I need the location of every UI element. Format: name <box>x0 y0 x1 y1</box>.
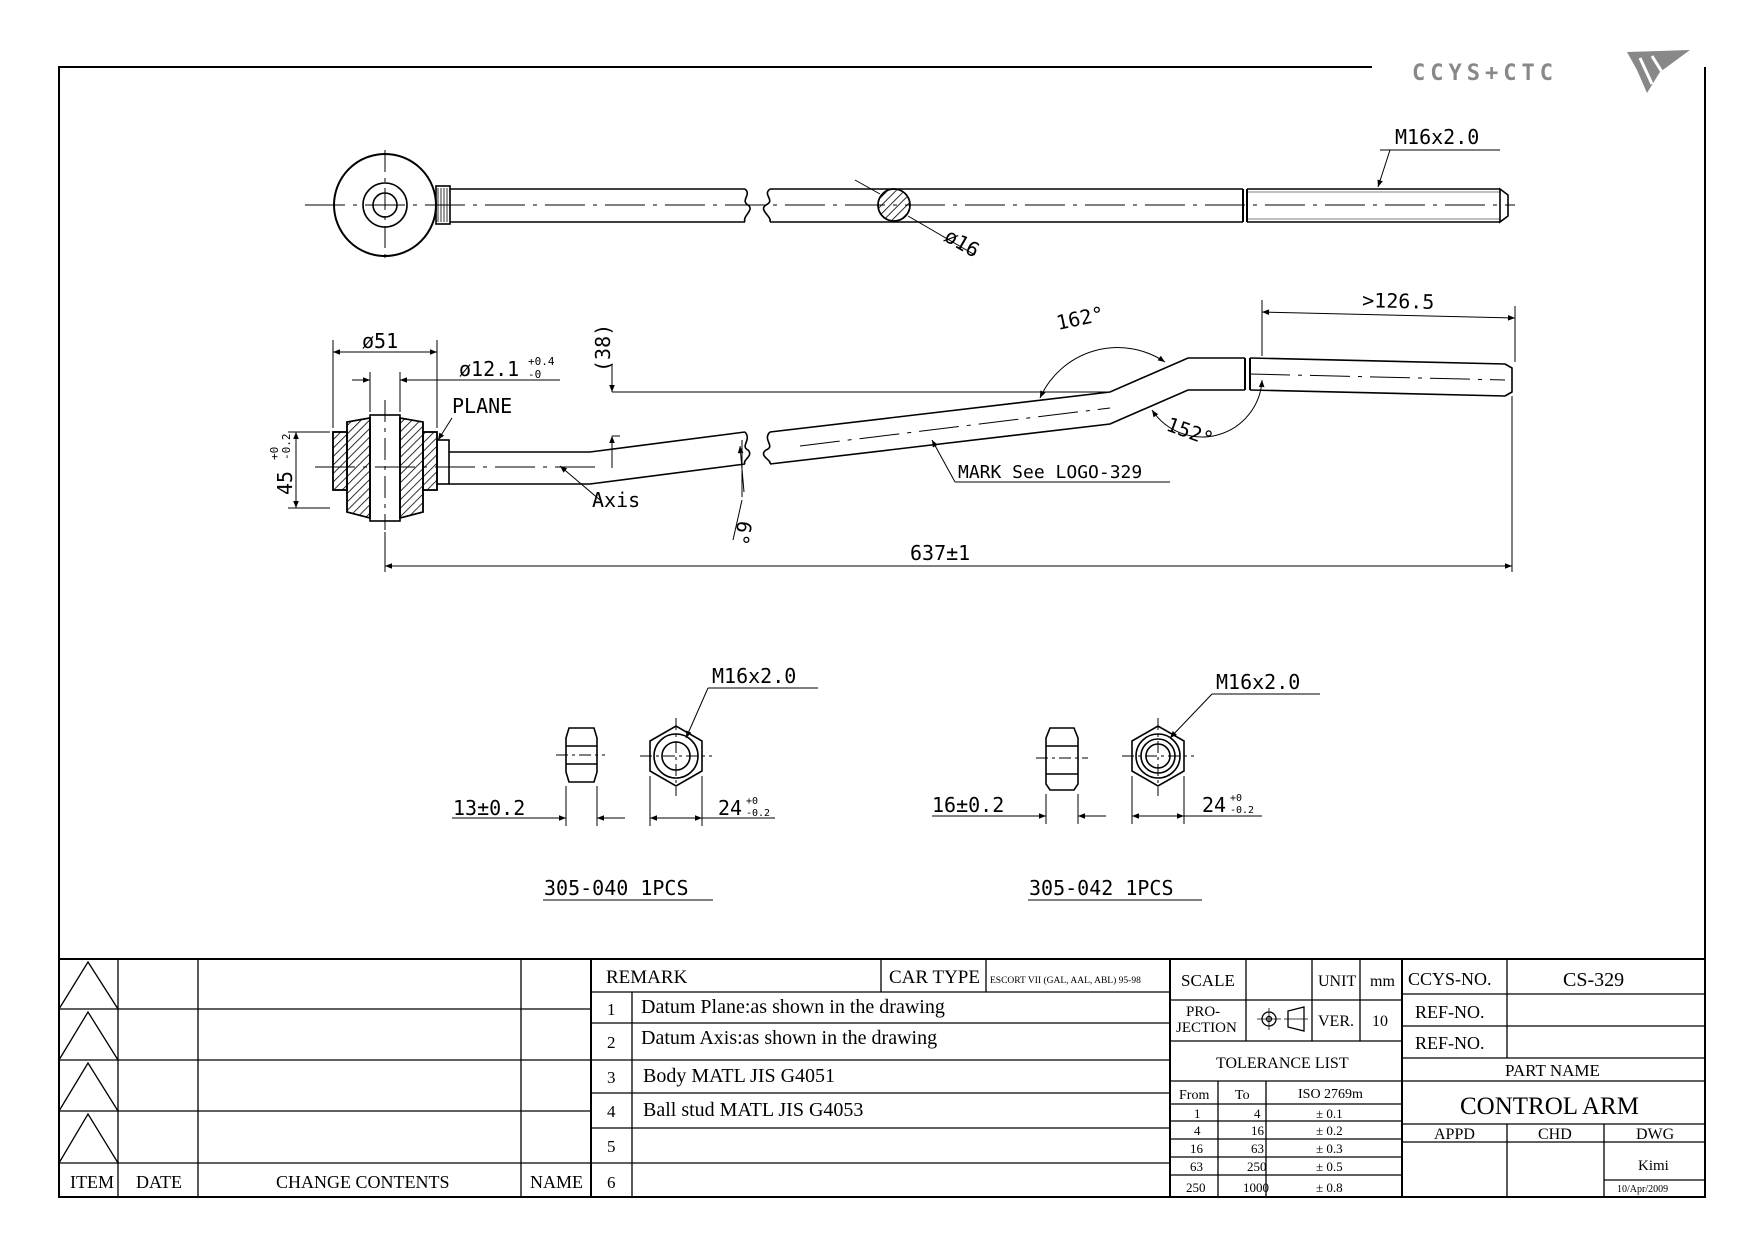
side-view <box>288 300 1516 572</box>
nut2-thread-label: M16x2.0 <box>1216 670 1300 694</box>
ver-label: VER. <box>1318 1013 1354 1030</box>
thread-len-label: >126.5 <box>1362 288 1435 314</box>
nut2-af-tol-upper: +0 <box>1230 793 1242 804</box>
width-tol-lower: -0.2 <box>280 434 293 461</box>
scale-label: SCALE <box>1181 971 1235 990</box>
bush-dia-label: ø51 <box>362 329 398 353</box>
ref2-label: REF-NO. <box>1415 1033 1485 1053</box>
offset-label: (38) <box>591 324 615 372</box>
remark-num-2: 2 <box>607 1033 616 1052</box>
title-block-grid <box>58 958 1705 1197</box>
rev-header-change: CHANGE CONTENTS <box>276 1172 450 1192</box>
tol-value-3: ± 0.3 <box>1316 1141 1343 1156</box>
remark-text-1: Datum Plane:as shown in the drawing <box>641 996 945 1018</box>
nut2-drawing <box>932 693 1320 901</box>
remark-num-6: 6 <box>607 1173 616 1192</box>
dwg-date: 10/Apr/2009 <box>1617 1184 1668 1195</box>
axis-label: Axis <box>592 488 640 512</box>
remark-text-3: Body MATL JIS G4051 <box>643 1065 835 1087</box>
nut2-af-tol-lower: -0.2 <box>1230 805 1254 816</box>
nut1-thickness-label: 13±0.2 <box>453 796 525 820</box>
ref1-label: REF-NO. <box>1415 1002 1485 1022</box>
car-type-value: ESCORT VII (GAL, AAL, ABL) 95-98 <box>990 975 1141 986</box>
part-name: CONTROL ARM <box>1460 1093 1639 1120</box>
nut1-af-tol-lower: -0.2 <box>746 808 770 819</box>
ver-value: 10 <box>1372 1013 1388 1030</box>
tolerance-title: TOLERANCE LIST <box>1216 1055 1349 1072</box>
width-label: 45 <box>273 471 297 495</box>
tol-value-2: ± 0.2 <box>1316 1123 1343 1138</box>
remark-num-3: 3 <box>607 1068 616 1087</box>
nut1-af-tol-upper: +0 <box>746 796 758 807</box>
rev-header-item: ITEM <box>70 1172 114 1192</box>
nut1-af-label: 24 <box>718 796 742 820</box>
tol-value-4: ± 0.5 <box>1316 1159 1343 1174</box>
remark-num-4: 4 <box>607 1102 616 1121</box>
rev-header-name: NAME <box>530 1172 583 1192</box>
part-name-label: PART NAME <box>1505 1061 1600 1080</box>
company-logo: CCYS+CTC <box>1412 50 1690 93</box>
dwg-name: Kimi <box>1638 1158 1669 1174</box>
top-rod-dia-label: ø16 <box>941 224 984 263</box>
tol-to-2: 16 <box>1251 1123 1265 1138</box>
tol-to-4: 250 <box>1247 1159 1267 1174</box>
tol-from-4: 63 <box>1190 1159 1203 1174</box>
nut1-drawing <box>452 687 818 901</box>
dwg-label: DWG <box>1636 1126 1675 1143</box>
logo-mark-icon <box>1627 50 1690 93</box>
angle1-label: 162° <box>1054 301 1106 334</box>
ccys-value: CS-329 <box>1563 969 1624 991</box>
remark-num-5: 5 <box>607 1137 616 1156</box>
bore-tol-lower: -0 <box>528 368 541 381</box>
remark-text-4: Ball stud MATL JIS G4053 <box>643 1099 863 1121</box>
tol-header-to: To <box>1235 1088 1250 1103</box>
remark-num-1: 1 <box>607 1000 616 1019</box>
plane-label: PLANE <box>452 394 512 418</box>
unit-value: mm <box>1370 973 1395 990</box>
mark-label: MARK See LOGO-329 <box>958 462 1142 483</box>
length-label: 637±1 <box>910 541 970 565</box>
bore-label: ø12.1 <box>459 357 519 381</box>
tol-value-1: ± 0.1 <box>1316 1106 1343 1121</box>
rev-header-date: DATE <box>136 1172 182 1192</box>
appd-label: APPD <box>1434 1126 1475 1143</box>
nut2-af-label: 24 <box>1202 793 1226 817</box>
tol-to-5: 1000 <box>1243 1180 1269 1195</box>
logo-text: CCYS+CTC <box>1412 61 1558 86</box>
tol-header-iso: ISO 2769m <box>1298 1087 1363 1102</box>
bore-tol-upper: +0.4 <box>528 355 555 368</box>
unit-label: UNIT <box>1318 973 1356 990</box>
projection-label-1: PRO- <box>1186 1004 1220 1020</box>
bend-label: 6° <box>729 519 757 547</box>
nut1-thread-label: M16x2.0 <box>712 664 796 688</box>
nut2-part-label: 305-042 1PCS <box>1029 876 1174 900</box>
width-tol-upper: +0 <box>268 447 281 460</box>
top-thread-label: M16x2.0 <box>1395 125 1479 149</box>
tol-header-from: From <box>1179 1088 1209 1103</box>
tol-to-1: 4 <box>1254 1106 1261 1121</box>
tol-from-1: 1 <box>1194 1106 1201 1121</box>
projection-label-2: JECTION <box>1176 1020 1237 1036</box>
angle2-label: 152° <box>1163 412 1216 451</box>
nut2-thickness-label: 16±0.2 <box>932 793 1004 817</box>
tol-value-5: ± 0.8 <box>1316 1180 1343 1195</box>
car-type-label: CAR TYPE <box>889 967 980 988</box>
chd-label: CHD <box>1538 1126 1572 1143</box>
tol-from-2: 4 <box>1194 1123 1201 1138</box>
remark-header: REMARK <box>606 967 688 988</box>
top-view <box>305 149 1515 262</box>
tol-from-3: 16 <box>1190 1141 1204 1156</box>
sheet-border <box>58 66 1706 1198</box>
tol-from-5: 250 <box>1186 1180 1206 1195</box>
nut1-part-label: 305-040 1PCS <box>544 876 689 900</box>
remark-text-2: Datum Axis:as shown in the drawing <box>641 1027 937 1049</box>
ccys-label: CCYS-NO. <box>1408 969 1492 989</box>
tol-to-3: 63 <box>1251 1141 1264 1156</box>
